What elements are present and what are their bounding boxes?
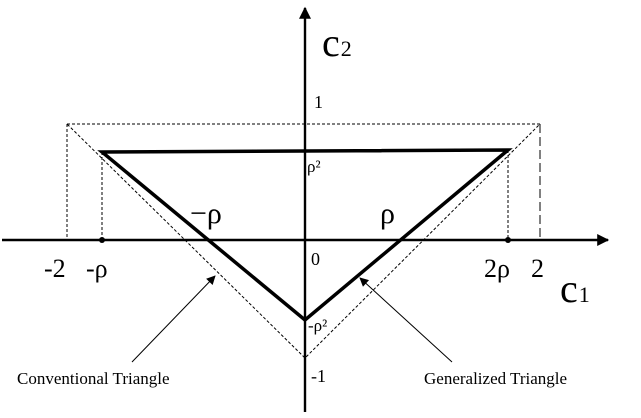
conventional-triangle <box>65 123 542 359</box>
tick-label-minus-1: -1 <box>311 366 326 386</box>
callout-generalized-triangle: Generalized Triangle <box>424 369 567 388</box>
label-rho-edge: ρ <box>380 197 395 230</box>
callout-leader-generalized <box>359 277 453 363</box>
callout-leader-conventional <box>131 275 216 363</box>
c1-axis-label: c1 <box>560 266 590 311</box>
label-rho-squared: ρ² <box>307 157 321 176</box>
tick-label-2: 2 <box>531 254 544 283</box>
c2-axis-label: c2 <box>322 20 352 65</box>
tick-label-1: 1 <box>314 92 323 112</box>
tick-label-minus-rho: -ρ <box>86 254 108 283</box>
callout-conventional-triangle: Conventional Triangle <box>17 369 170 388</box>
tick-label-two-rho: 2ρ <box>484 254 510 283</box>
tick-label-origin: 0 <box>311 249 320 269</box>
tick-dot-two-rho <box>505 237 511 243</box>
tick-dot-minus-rho <box>99 237 105 243</box>
label-minus-rho-squared: -ρ² <box>308 316 327 335</box>
generalized-triangle <box>97 148 513 323</box>
tick-label-minus-2: -2 <box>44 254 66 283</box>
label-minus-rho-edge: −ρ <box>190 197 222 230</box>
